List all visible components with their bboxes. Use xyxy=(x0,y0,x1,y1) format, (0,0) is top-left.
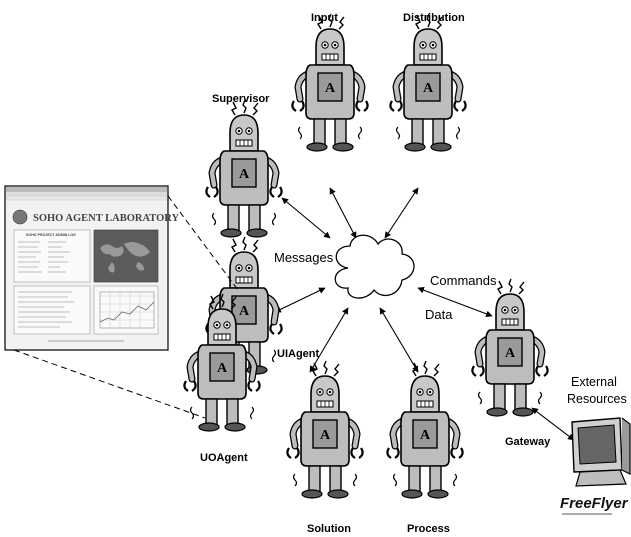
edge-commands xyxy=(417,287,493,317)
connectors xyxy=(274,187,575,441)
edge-uiagent-cloud xyxy=(274,287,326,313)
agent-supervisor: A xyxy=(206,100,281,237)
ui-screenshot-thumbnail: SOHO AGENT LABORATORY SOHO PROJECT ADMIN… xyxy=(4,185,179,351)
agent-badge: A xyxy=(217,361,228,376)
edge-process-cloud xyxy=(379,307,419,373)
agent-badge: A xyxy=(423,81,434,96)
agent-badge: A xyxy=(420,428,431,443)
agent-label-input: Input xyxy=(311,12,338,24)
external-label-line1: External xyxy=(571,375,617,389)
messages-label: Messages xyxy=(274,250,334,265)
agent-gateway: A xyxy=(472,279,547,416)
edge-input-cloud xyxy=(329,187,357,239)
screenshot-text-lines xyxy=(18,241,70,273)
agent-label-gateway: Gateway xyxy=(505,436,551,448)
agent-distribution: A xyxy=(390,14,465,151)
agent-badge: A xyxy=(239,304,250,319)
screenshot-panel-title: SOHO PROJECT ADMIN LOG xyxy=(26,233,76,237)
computer-monitor-icon xyxy=(571,417,631,487)
edge-distribution-cloud xyxy=(384,187,419,239)
agent-label-uiagent: UIAgent xyxy=(277,348,320,360)
screenshot-map-panel xyxy=(93,229,159,283)
screenshot-header: SOHO AGENT LABORATORY xyxy=(33,213,179,224)
agent-label-supervisor: Supervisor xyxy=(212,93,270,105)
edge-supervisor-cloud xyxy=(281,197,331,239)
commands-label: Commands xyxy=(430,273,497,288)
zoom-lines xyxy=(13,195,239,419)
agent-input: A xyxy=(292,14,367,151)
agent-badge: A xyxy=(320,428,331,443)
screenshot-list-lines xyxy=(18,291,74,328)
agent-label-uoagent: UOAgent xyxy=(200,452,248,464)
screenshot-plot-grid xyxy=(100,292,154,328)
agent-label-distribution: Distribution xyxy=(403,12,465,24)
external-label-line2: Resources xyxy=(567,392,627,406)
agent-label-process: Process xyxy=(407,523,450,535)
data-label: Data xyxy=(425,307,453,322)
edge-solution-cloud xyxy=(309,307,349,373)
agent-uiagent: A xyxy=(206,237,281,374)
agent-label-solution: Solution xyxy=(307,523,351,535)
edge-gateway-external xyxy=(531,407,575,441)
freeflyer-logo: FreeFlyer xyxy=(560,495,629,512)
agent-process: A xyxy=(387,361,462,498)
agent-solution: A xyxy=(287,361,362,498)
agent-uoagent: A xyxy=(184,294,259,431)
agent-badge: A xyxy=(325,81,336,96)
agent-badge: A xyxy=(239,167,250,182)
message-bus-cloud xyxy=(334,234,415,299)
agent-badge: A xyxy=(505,346,516,361)
